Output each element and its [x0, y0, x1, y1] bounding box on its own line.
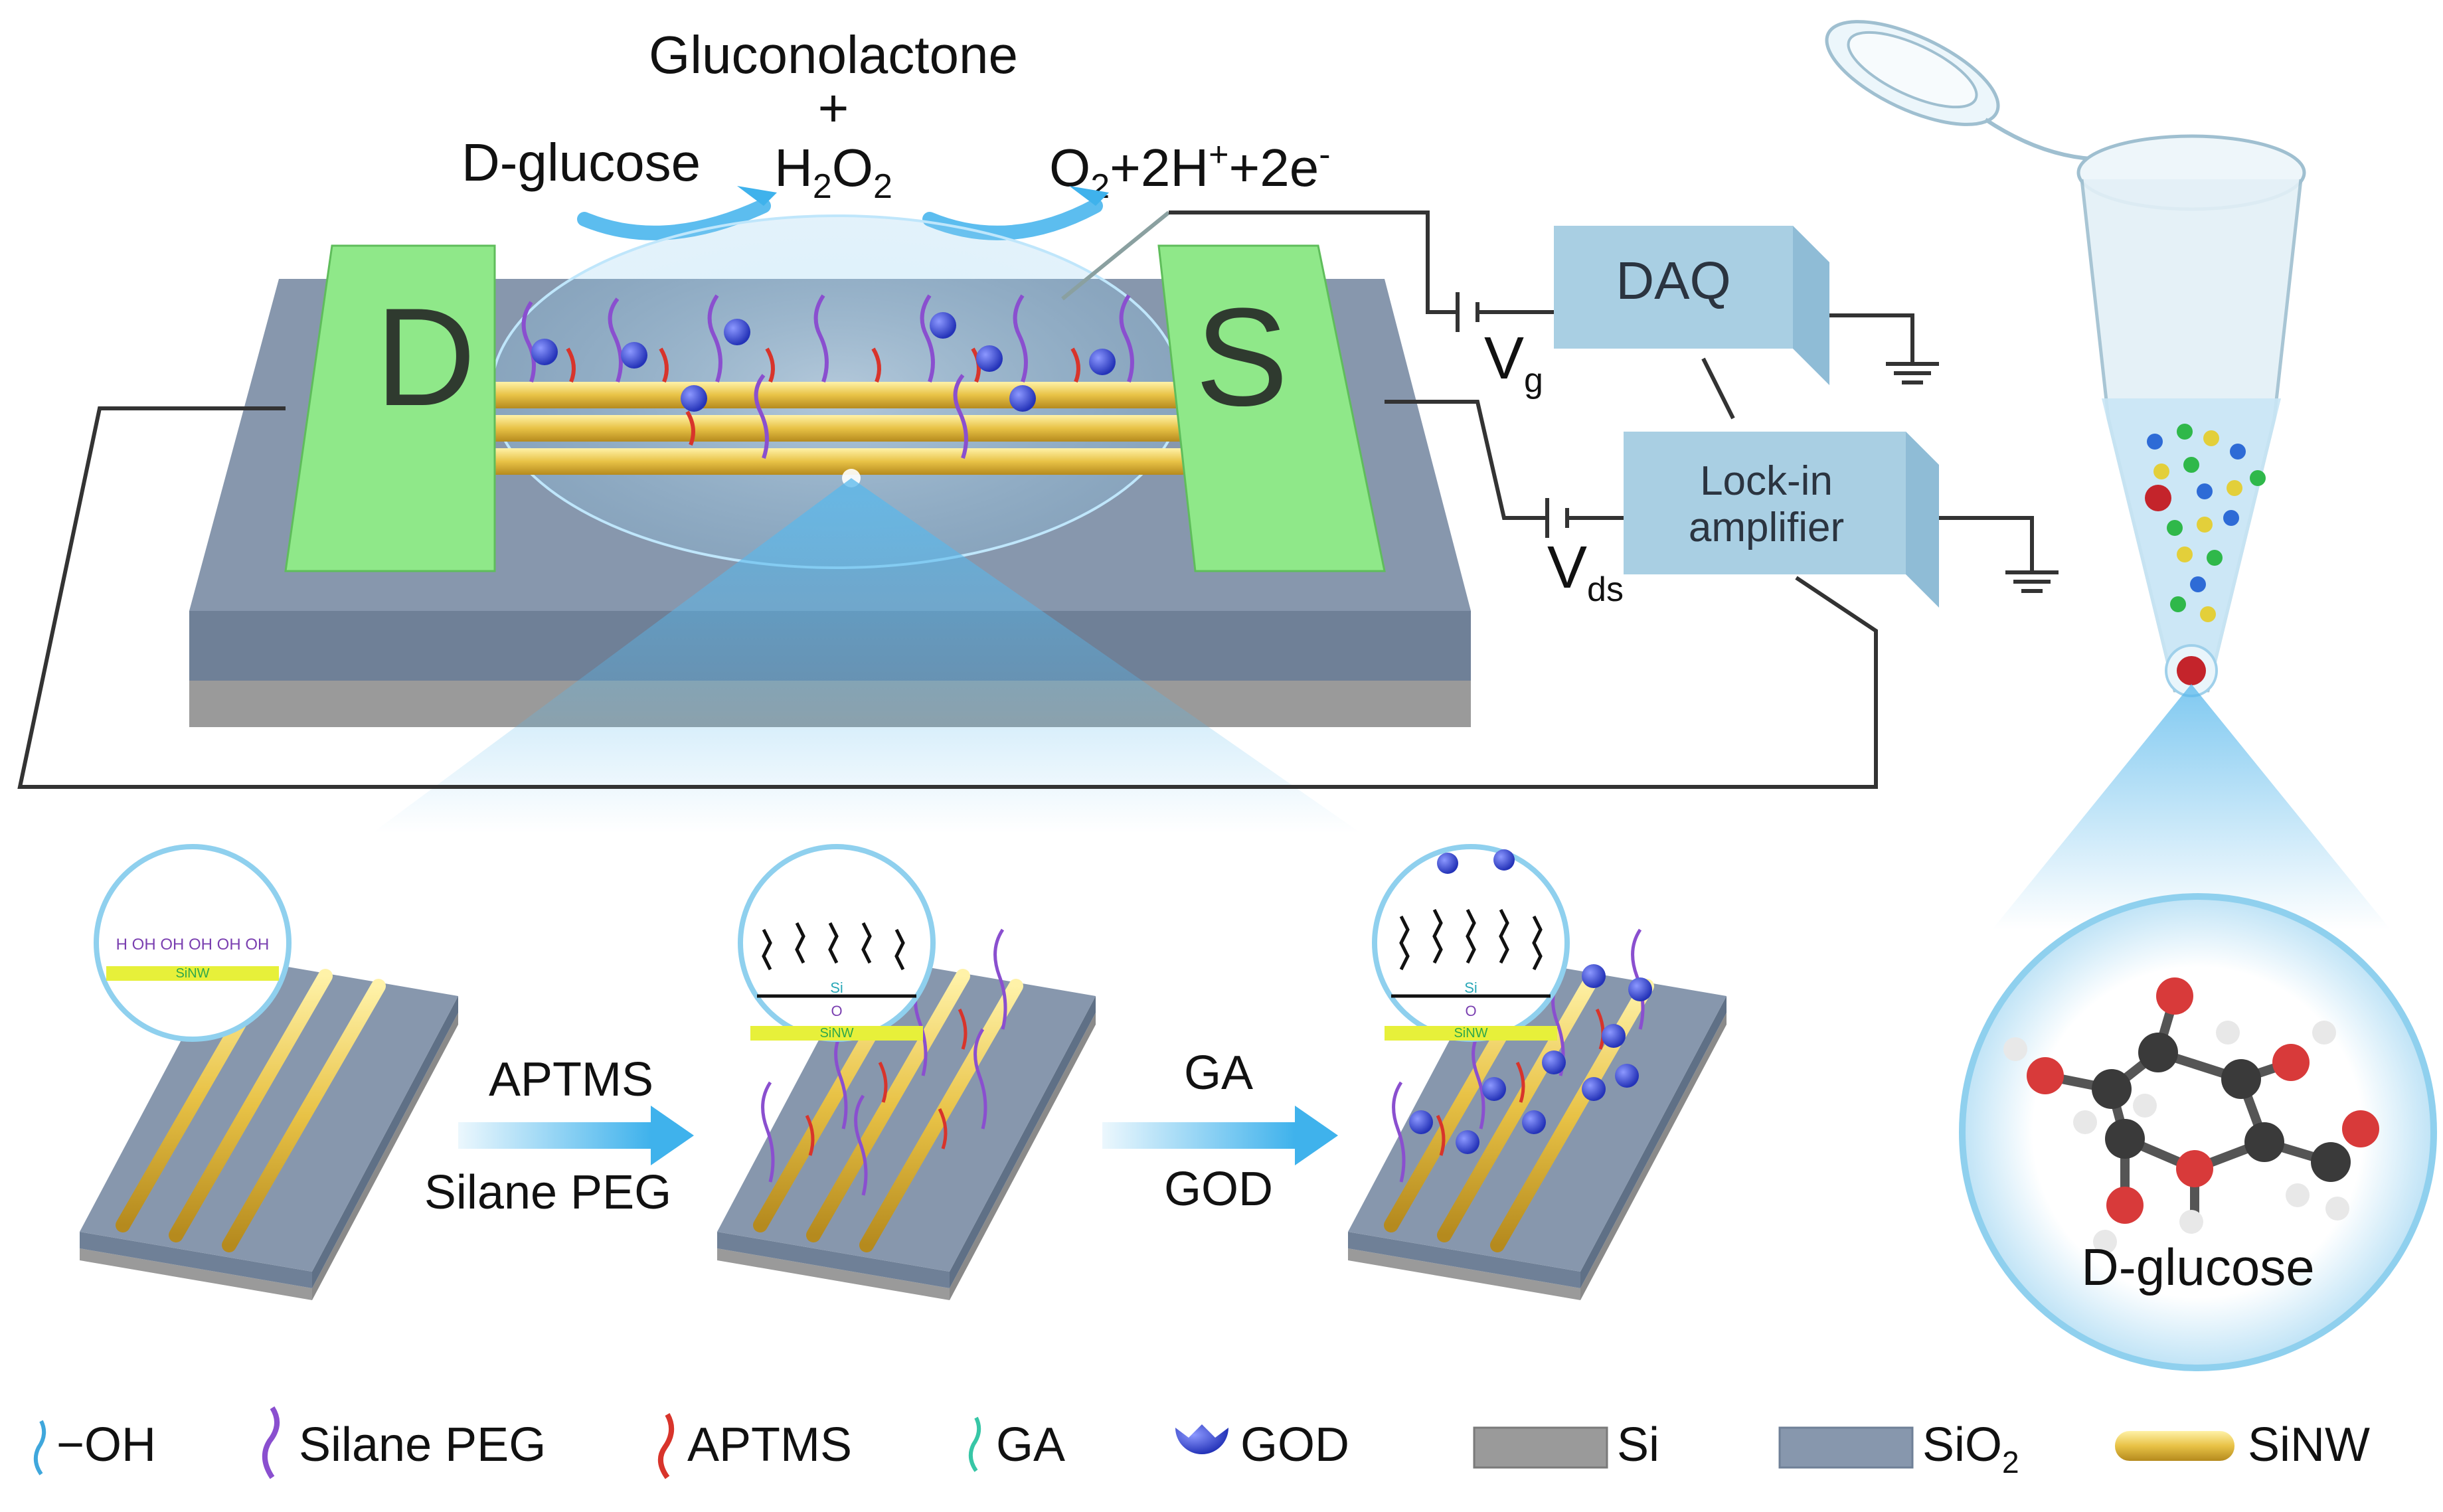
reactant-label: D-glucose — [462, 133, 701, 192]
inset-step-2: SiNW Si O — [738, 844, 936, 1042]
legend-item-ga: GA — [968, 1416, 1065, 1472]
vg-battery — [1456, 292, 1479, 332]
chip-step-3 — [1348, 928, 1727, 1300]
god-icon — [1175, 1424, 1228, 1454]
drain-electrode — [284, 244, 496, 572]
vds-label: Vds — [1547, 535, 1624, 609]
step1-bottom-label: Silane PEG — [424, 1166, 671, 1219]
step-arrow-2 — [1102, 1122, 1295, 1149]
inset2-o-label: O — [831, 1003, 842, 1019]
aptms-icon — [658, 1413, 674, 1479]
inset3-o-label: O — [1465, 1003, 1476, 1019]
lockin-label-line2: amplifier — [1689, 505, 1844, 550]
tube-beam — [1992, 684, 2391, 930]
legend-item-god: GOD — [1175, 1418, 1349, 1471]
zoom-beam — [372, 478, 1361, 833]
step1-top-label: APTMS — [489, 1053, 653, 1106]
step-arrow-1 — [458, 1122, 651, 1149]
legend-label-silane-peg: Silane PEG — [299, 1418, 546, 1471]
inset-step-3: SiNW Si O — [1372, 844, 1570, 1042]
legend-label-god: GOD — [1240, 1418, 1349, 1471]
plus-label: + — [818, 78, 849, 137]
reaction-arrow-2-head — [1069, 186, 1109, 206]
legend-label-sinw: SiNW — [2248, 1418, 2370, 1471]
source-electrode — [1157, 244, 1386, 572]
god-enzymes — [531, 312, 1116, 412]
product1-label: Gluconolactone — [649, 25, 1018, 84]
inset-step-1: SiNW H OH OH OH OH OH — [94, 844, 292, 1042]
legend-label-oh: −OH — [56, 1418, 156, 1471]
vds-battery — [1545, 498, 1569, 538]
legend: −OH Silane PEG APTMS GA GOD Si SiO2 SiN — [33, 1406, 2370, 1479]
lockin-label-line1: Lock-in — [1700, 458, 1833, 504]
glucose-molecule-inset: D-glucose — [1959, 893, 2437, 1371]
legend-label-ga: GA — [996, 1418, 1065, 1471]
sinw-rod-icon — [2115, 1431, 2234, 1461]
ground-symbol-1 — [1886, 362, 1939, 384]
step-arrow-2-head — [1295, 1106, 1338, 1165]
step2-bottom-label: GOD — [1164, 1163, 1273, 1216]
oh-icon — [33, 1420, 46, 1475]
legend-item-aptms: APTMS — [658, 1413, 852, 1479]
legend-label-si: Si — [1617, 1418, 1659, 1471]
legend-label-sio2: SiO2 — [1922, 1418, 2019, 1479]
surface-chains — [521, 294, 1134, 459]
lockin-box: Lock-in amplifier — [1624, 432, 1939, 608]
reaction-arrow-1-head — [737, 186, 777, 206]
inset2-sinw-label: SiNW — [819, 1026, 853, 1041]
nanowire-1 — [478, 382, 1195, 408]
inset1-oh-labels: H OH OH OH OH OH — [116, 936, 270, 954]
nanowire-2 — [478, 415, 1195, 442]
legend-item-si: Si — [1473, 1418, 1659, 1471]
step-arrow-1-head — [651, 1106, 694, 1165]
molecule-label: D-glucose — [2081, 1238, 2314, 1296]
vg-label: Vg — [1484, 325, 1543, 400]
legend-item-oh: −OH — [33, 1418, 156, 1475]
legend-label-aptms: APTMS — [687, 1418, 852, 1471]
silane-peg-icon — [262, 1406, 280, 1479]
inset2-si-label: Si — [830, 979, 843, 996]
source-label: S — [1195, 279, 1288, 435]
drain-label: D — [375, 279, 476, 435]
inset3-si-label: Si — [1464, 979, 1477, 996]
final-products-label: O2+2H++2e- — [1049, 135, 1331, 206]
daq-label: DAQ — [1616, 251, 1730, 310]
ga-icon — [968, 1416, 981, 1472]
gate-probe — [1061, 210, 1170, 301]
daq-box: DAQ — [1554, 226, 1829, 385]
chip-step-1 — [80, 956, 458, 1300]
product2-label: H2O2 — [774, 138, 892, 206]
inset1-sinw-label: SiNW — [175, 966, 209, 981]
legend-item-sio2: SiO2 — [1778, 1418, 2019, 1479]
legend-item-silane-peg: Silane PEG — [262, 1406, 546, 1479]
si-block-icon — [1473, 1426, 1608, 1469]
sio2-block-icon — [1778, 1426, 1914, 1469]
step2-top-label: GA — [1184, 1047, 1253, 1100]
ground-symbol-2 — [2005, 570, 2059, 593]
sample-tube — [1825, 20, 2306, 697]
legend-item-sinw: SiNW — [2115, 1418, 2370, 1471]
reaction-arrow-1 — [577, 199, 771, 240]
chip-step-2 — [717, 928, 1096, 1300]
nanowire-3 — [478, 448, 1195, 475]
circuit-wires — [17, 210, 2034, 789]
inset3-sinw-label: SiNW — [1454, 1026, 1487, 1041]
